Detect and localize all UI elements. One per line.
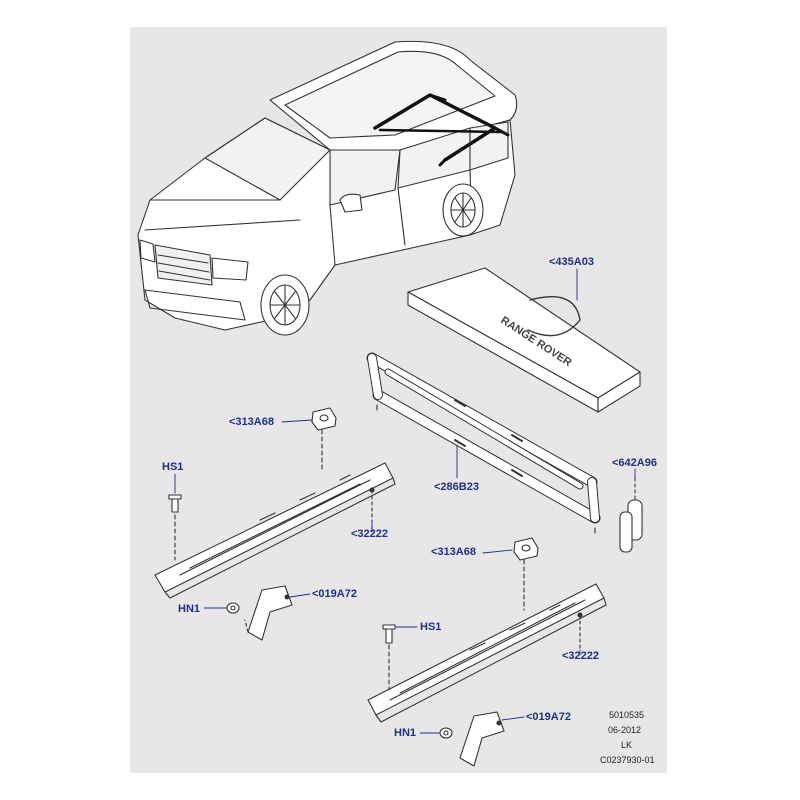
callout-clip-right: <019A72 — [526, 711, 571, 723]
clip-left-part — [226, 585, 293, 641]
footer-date: 06-2012 — [608, 725, 642, 735]
footer-code: 5010535 — [609, 710, 645, 720]
fastener-part — [619, 477, 643, 553]
leader-lines — [174, 268, 636, 734]
footer-initials: LK — [621, 740, 633, 750]
mat-bag: RANGE ROVER — [407, 267, 641, 413]
board-left-part — [154, 462, 396, 599]
vehicle-illustration — [137, 40, 518, 336]
callout-hs1-right: HS1 — [420, 621, 442, 633]
callout-board-left: <32222 — [351, 528, 389, 540]
callout-clip-left: <019A72 — [312, 588, 357, 600]
bracket-left-part — [311, 407, 337, 471]
callout-fastener: <642A96 — [612, 457, 657, 469]
callout-rail: <286B23 — [434, 481, 479, 493]
callout-bracket-right: <313A68 — [431, 546, 476, 558]
bracket-right-part — [513, 537, 539, 611]
tube-rail-assembly — [366, 352, 601, 534]
board-right-part — [367, 583, 607, 723]
callout-hn1-right: HN1 — [394, 727, 417, 739]
callout-bracket-left: <313A68 — [229, 416, 274, 428]
callout-hs1-left: HS1 — [162, 461, 184, 473]
hs1-left-part — [168, 494, 182, 561]
hs1-right-part — [382, 624, 396, 691]
footer-ref: C0237930-01 — [600, 755, 655, 765]
callout-hn1-left: HN1 — [178, 603, 201, 615]
callout-board-right: <32222 — [562, 650, 600, 662]
clip-right-part — [439, 711, 505, 767]
callout-mat: <435A03 — [549, 256, 594, 268]
